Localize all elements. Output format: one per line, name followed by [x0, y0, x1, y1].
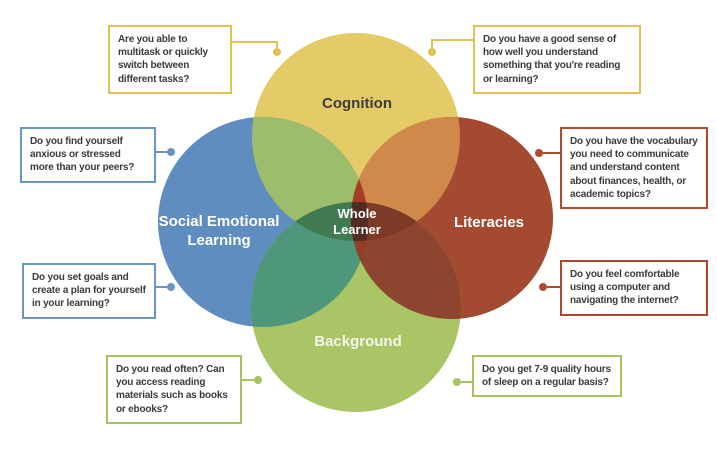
circle-label-literacies: Literacies — [453, 214, 525, 231]
callout-connector-dots — [167, 48, 547, 386]
connector-dot — [539, 283, 547, 291]
connector-dot — [167, 283, 175, 291]
center-label-whole-learner: Whole Learner — [333, 206, 381, 238]
circle-label-cognition: Cognition — [322, 95, 392, 112]
connector-dot — [254, 376, 262, 384]
callout-social-anxious: Do you find yourself anxious or stressed… — [20, 127, 156, 183]
callout-social-goals: Do you set goals and create a plan for y… — [22, 263, 156, 319]
connector-dot — [453, 378, 461, 386]
callout-cognition-multitask: Are you able to multitask or quickly swi… — [108, 25, 232, 94]
connector-dot — [428, 48, 436, 56]
circle-label-background: Background — [314, 333, 402, 350]
callout-background-sleep: Do you get 7-9 quality hours of sleep on… — [472, 355, 622, 398]
circle-label-social-emotional-learning: Social Emotional Learning — [158, 213, 280, 249]
callout-literacies-vocabulary: Do you have the vocabulary you need to c… — [560, 127, 708, 209]
connector-dot — [273, 48, 281, 56]
callout-connectors — [156, 39, 560, 383]
connector-dot — [167, 148, 175, 156]
connector-line — [431, 39, 473, 48]
callout-background-reading: Do you read often? Can you access readin… — [106, 355, 242, 424]
connector-dot — [535, 149, 543, 157]
callout-literacies-computer: Do you feel comfortable using a computer… — [560, 260, 708, 316]
connector-line — [232, 41, 278, 48]
callout-cognition-understanding: Do you have a good sense of how well you… — [473, 25, 641, 94]
